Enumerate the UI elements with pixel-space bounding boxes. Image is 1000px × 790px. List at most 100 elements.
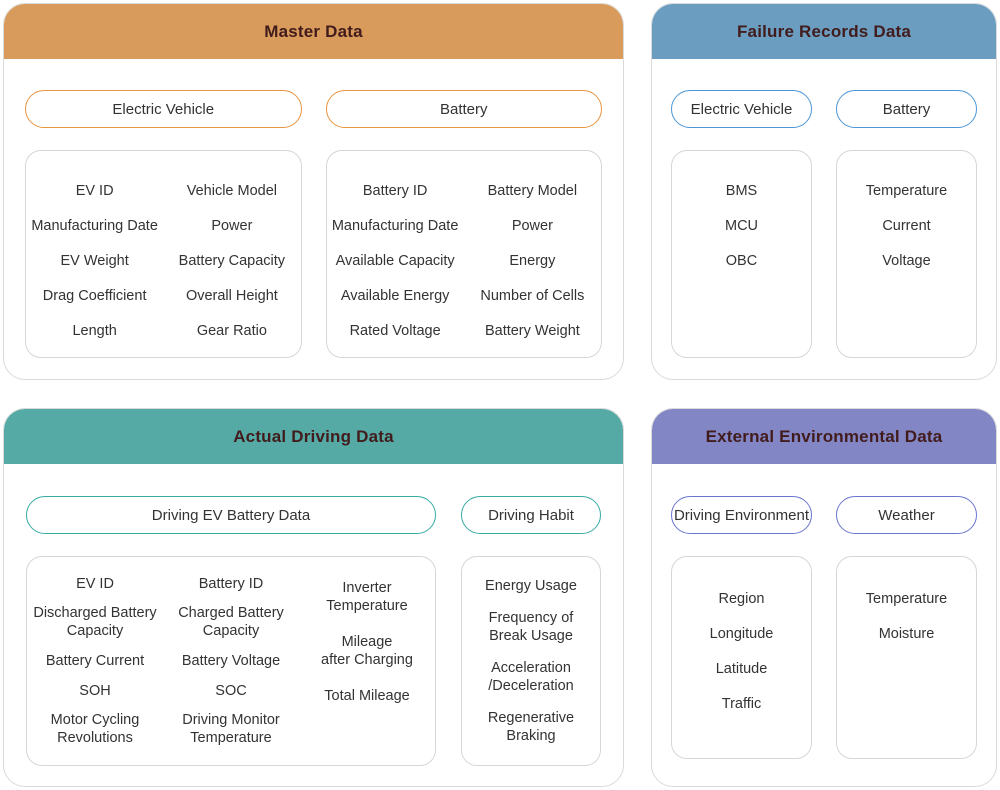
master-box-row: EV ID Manufacturing Date EV Weight Drag … bbox=[25, 150, 602, 358]
field-label: Available Energy bbox=[340, 287, 450, 304]
fields-column: Temperature Moisture bbox=[837, 557, 976, 758]
field-label: MCU bbox=[724, 217, 759, 234]
field-label: Overall Height bbox=[185, 287, 278, 304]
field-label: Battery Capacity bbox=[178, 252, 286, 269]
pill-failure-electric-vehicle: Electric Vehicle bbox=[671, 90, 812, 128]
field-label: Moisture bbox=[878, 625, 935, 642]
field-label: Vehicle Model bbox=[186, 182, 278, 199]
field-label: Power bbox=[211, 217, 253, 234]
fields-column: EV ID Discharged Battery Capacity Batter… bbox=[27, 557, 163, 765]
panel-external-environmental-data: External Environmental Data Driving Envi… bbox=[651, 408, 997, 787]
master-data-body: Electric Vehicle Battery EV ID Manufactu… bbox=[4, 59, 623, 358]
field-label: Latitude bbox=[715, 660, 768, 677]
failure-electric-vehicle-box: BMS MCU OBC bbox=[671, 150, 812, 358]
panel-actual-driving-data: Actual Driving Data Driving EV Battery D… bbox=[3, 408, 624, 787]
field-label: Mileage after Charging bbox=[321, 634, 413, 668]
field-label: Battery Current bbox=[45, 652, 145, 669]
field-label: Drag Coefficient bbox=[42, 287, 147, 304]
field-label: Frequency of Break Usage bbox=[488, 610, 574, 644]
field-label: Temperature bbox=[865, 182, 948, 199]
field-label: Rated Voltage bbox=[349, 322, 441, 339]
fields-column: EV ID Manufacturing Date EV Weight Drag … bbox=[26, 151, 163, 357]
field-label: Current bbox=[882, 217, 931, 234]
panel-failure-records-data: Failure Records Data Electric Vehicle Ba… bbox=[651, 3, 997, 380]
failure-battery-box: Temperature Current Voltage bbox=[836, 150, 977, 358]
driving-ev-battery-data-box: EV ID Discharged Battery Capacity Batter… bbox=[26, 556, 436, 766]
fields-column: Battery ID Manufacturing Date Available … bbox=[327, 151, 464, 357]
panel-master-data: Master Data Electric Vehicle Battery EV … bbox=[3, 3, 624, 380]
driving-environment-box: Region Longitude Latitude Traffic bbox=[671, 556, 812, 759]
field-label: Number of Cells bbox=[480, 287, 585, 304]
field-label: Charged Battery Capacity bbox=[178, 605, 284, 640]
actual-driving-title: Actual Driving Data bbox=[233, 426, 394, 446]
field-label: Available Capacity bbox=[335, 252, 455, 269]
field-label: OBC bbox=[725, 252, 758, 269]
external-environmental-title: External Environmental Data bbox=[705, 426, 943, 446]
actual-driving-header: Actual Driving Data bbox=[4, 409, 623, 464]
field-label: Inverter Temperature bbox=[326, 580, 408, 614]
driving-box-row: EV ID Discharged Battery Capacity Batter… bbox=[26, 556, 601, 766]
master-data-title: Master Data bbox=[264, 21, 363, 41]
master-battery-box: Battery ID Manufacturing Date Available … bbox=[325, 150, 602, 358]
field-label: Temperature bbox=[865, 590, 948, 607]
field-label: Region bbox=[718, 590, 765, 607]
field-label: Gear Ratio bbox=[196, 322, 267, 339]
pill-failure-battery: Battery bbox=[836, 90, 977, 128]
external-environmental-header: External Environmental Data bbox=[652, 409, 996, 464]
fields-column: BMS MCU OBC bbox=[672, 151, 811, 357]
field-label: Motor Cycling Revolutions bbox=[50, 712, 140, 747]
fields-column: Vehicle Model Power Battery Capacity Ove… bbox=[163, 151, 300, 357]
driving-pill-row: Driving EV Battery Data Driving Habit bbox=[26, 496, 601, 534]
pill-weather: Weather bbox=[836, 496, 977, 534]
master-electric-vehicle-box: EV ID Manufacturing Date EV Weight Drag … bbox=[25, 150, 302, 358]
field-label: SOC bbox=[215, 682, 247, 699]
field-label: Length bbox=[72, 322, 117, 339]
pill-driving-habit: Driving Habit bbox=[461, 496, 601, 534]
driving-habit-box: Energy Usage Frequency of Break Usage Ac… bbox=[461, 556, 601, 766]
field-label: EV Weight bbox=[60, 252, 129, 269]
failure-records-title: Failure Records Data bbox=[736, 21, 912, 41]
failure-pill-row: Electric Vehicle Battery bbox=[671, 90, 977, 128]
field-label: Traffic bbox=[721, 695, 762, 712]
master-pill-row: Electric Vehicle Battery bbox=[25, 90, 602, 128]
field-label: Total Mileage bbox=[324, 688, 410, 704]
fields-column: Battery Model Power Energy Number of Cel… bbox=[464, 151, 601, 357]
field-label: Battery ID bbox=[362, 182, 428, 199]
field-label: Discharged Battery Capacity bbox=[33, 605, 157, 640]
field-label: Acceleration /Deceleration bbox=[488, 660, 574, 694]
field-label: Energy bbox=[509, 252, 556, 269]
field-label: Longitude bbox=[709, 625, 774, 642]
field-label: EV ID bbox=[76, 575, 114, 592]
failure-box-row: BMS MCU OBC Temperature Current Voltage bbox=[671, 150, 977, 358]
field-label: Battery Voltage bbox=[181, 652, 281, 669]
field-label: EV ID bbox=[75, 182, 114, 199]
field-label: BMS bbox=[725, 182, 758, 199]
pill-master-electric-vehicle: Electric Vehicle bbox=[25, 90, 302, 128]
field-label: Energy Usage bbox=[485, 578, 577, 594]
fields-column: Battery ID Charged Battery Capacity Batt… bbox=[163, 557, 299, 765]
field-label: Battery Model bbox=[487, 182, 578, 199]
field-label: SOH bbox=[79, 682, 111, 699]
field-label: Battery ID bbox=[198, 575, 264, 592]
pill-driving-environment: Driving Environment bbox=[671, 496, 812, 534]
field-label: Voltage bbox=[882, 252, 931, 269]
weather-box: Temperature Moisture bbox=[836, 556, 977, 759]
pill-master-battery: Battery bbox=[325, 90, 602, 128]
field-label: Manufacturing Date bbox=[31, 217, 158, 234]
external-environmental-body: Driving Environment Weather Region Longi… bbox=[652, 464, 996, 759]
environment-box-row: Region Longitude Latitude Traffic Temper… bbox=[671, 556, 977, 759]
fields-column: Inverter Temperature Mileage after Charg… bbox=[299, 557, 435, 765]
failure-records-header: Failure Records Data bbox=[652, 4, 996, 59]
field-label: Battery Weight bbox=[484, 322, 580, 339]
fields-column: Region Longitude Latitude Traffic bbox=[672, 557, 811, 758]
field-label: Manufacturing Date bbox=[331, 217, 459, 234]
pill-driving-ev-battery-data: Driving EV Battery Data bbox=[26, 496, 436, 534]
master-data-header: Master Data bbox=[4, 4, 623, 59]
fields-column: Energy Usage Frequency of Break Usage Ac… bbox=[462, 557, 600, 765]
fields-column: Temperature Current Voltage bbox=[837, 151, 976, 357]
field-label: Driving Monitor Temperature bbox=[182, 712, 280, 747]
failure-records-body: Electric Vehicle Battery BMS MCU OBC Tem… bbox=[652, 59, 996, 358]
actual-driving-body: Driving EV Battery Data Driving Habit EV… bbox=[4, 464, 623, 766]
environment-pill-row: Driving Environment Weather bbox=[671, 496, 977, 534]
